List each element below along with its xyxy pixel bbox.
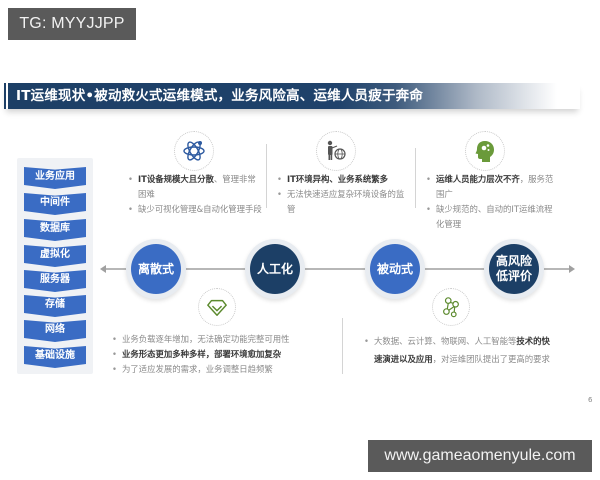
node-high-risk-label: 高风险 低评价	[489, 244, 539, 294]
bottom-card-1-bullet-3: 为了适应发展的需求，业务调整日趋频繁	[112, 362, 337, 377]
node-high-risk-line1: 高风险	[495, 254, 532, 268]
presenter-globe-icon	[327, 140, 346, 160]
icon-circle-1	[174, 131, 214, 171]
watermark-top: TG: MYYJJPP	[8, 8, 136, 40]
stack-item-middleware: 中间件	[24, 193, 86, 215]
stack-item-database: 数据库	[24, 219, 86, 241]
stack-item-storage: 存储	[24, 295, 86, 317]
icon-circle-4	[198, 288, 236, 326]
timeline-line	[104, 268, 570, 270]
watermark-bottom: www.gameaomenyule.com	[368, 440, 592, 472]
stack-item-server: 服务器	[24, 270, 86, 292]
divider-top-1	[266, 144, 267, 208]
divider-top-2	[415, 148, 416, 208]
top-card-3-bullets: 运维人员能力层次不齐，服务范围广 缺少规范的、自动的IT运维流程化管理	[426, 172, 556, 232]
node-high-risk: 高风险 低评价	[484, 239, 544, 299]
top-card-1-bullet-2: 缺少可视化管理&自动化管理手段	[128, 202, 264, 217]
bottom-card-1-bullet-1: 业务负载逐年增加，无法确定功能完整可用性	[112, 332, 337, 347]
icon-circle-3	[465, 131, 505, 171]
atom-icon	[183, 141, 205, 161]
page-number: 6	[588, 396, 593, 404]
bottom-card-2-bullet-1: 大数据、云计算、物联网、人工智能等技术的快速演进以及应用，对运维团队提出了更高的…	[364, 332, 550, 368]
top-card-1-bullet-1: IT设备规模大且分散、管理非常困难	[128, 172, 264, 202]
node-passive: 被动式	[365, 239, 425, 299]
node-discrete-label: 离散式	[131, 244, 181, 294]
top-card-3-bullet-2: 缺少规范的、自动的IT运维流程化管理	[426, 202, 556, 232]
node-passive-label: 被动式	[370, 244, 420, 294]
divider-bottom	[342, 318, 343, 374]
icon-circle-2	[316, 131, 356, 171]
bottom-card-2-bullets: 大数据、云计算、物联网、人工智能等技术的快速演进以及应用，对运维团队提出了更高的…	[364, 332, 550, 368]
node-manual: 人工化	[245, 239, 305, 299]
stack-item-business-app: 业务应用	[24, 167, 86, 189]
stack-item-virtualization: 虚拟化	[24, 245, 86, 267]
top-card-2-bullet-1: IT环境异构、业务系统繁多	[277, 172, 409, 187]
node-high-risk-line2: 低评价	[495, 269, 532, 283]
top-card-2-bullets: IT环境异构、业务系统繁多 无法快速适应复杂环境设备的监管	[277, 172, 409, 217]
icon-circle-5	[432, 288, 470, 326]
top-card-2-bullet-2: 无法快速适应复杂环境设备的监管	[277, 187, 409, 217]
slide-title: IT运维现状•被动救火式运维模式，业务风险高、运维人员疲于奔命	[16, 88, 424, 104]
bottom-card-1-bullets: 业务负载逐年增加，无法确定功能完整可用性 业务形态更加多种多样，部署环境愈加复杂…	[112, 332, 337, 377]
node-discrete: 离散式	[126, 239, 186, 299]
molecule-network-icon	[443, 297, 459, 318]
arrow-left-icon	[100, 265, 106, 273]
stack-item-infrastructure: 基础设施	[24, 346, 86, 368]
top-card-3-bullet-1: 运维人员能力层次不齐，服务范围广	[426, 172, 556, 202]
stack-item-network: 网络	[24, 320, 86, 342]
title-bar-tab	[4, 83, 8, 109]
node-manual-label: 人工化	[250, 244, 300, 294]
bottom-card-1-bullet-2: 业务形态更加多种多样，部署环境愈加复杂	[112, 347, 337, 362]
arrow-right-icon	[569, 265, 575, 273]
head-brain-icon	[475, 141, 494, 162]
diamond-icon	[207, 299, 227, 316]
title-bar	[4, 83, 580, 109]
top-card-1-bullets: IT设备规模大且分散、管理非常困难 缺少可视化管理&自动化管理手段	[128, 172, 264, 217]
